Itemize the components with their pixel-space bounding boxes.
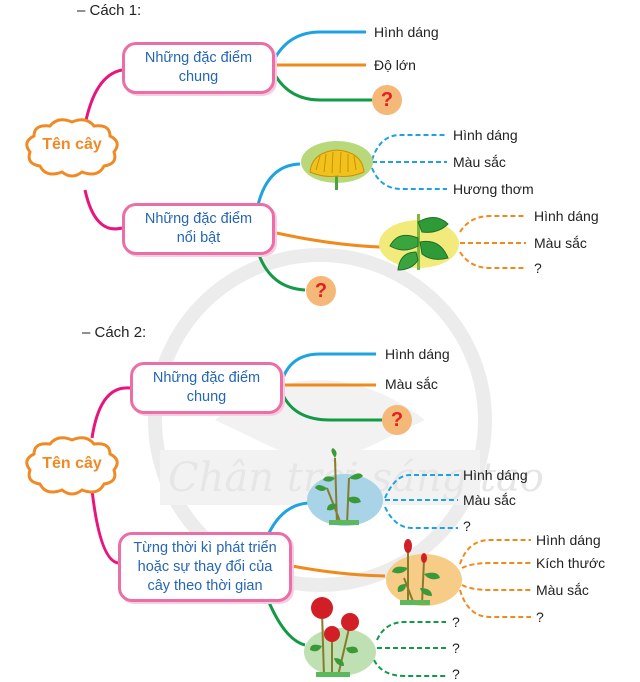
root-node-label: Tên cây — [42, 136, 102, 153]
node-line-2: hoặc sự thay đổi của — [137, 558, 273, 575]
node-line-1: Những đặc điểm — [144, 50, 253, 66]
branch-label: ? — [452, 614, 460, 630]
branch-label: Hình dáng — [374, 24, 439, 40]
method1-heading: – Cách 1: — [77, 2, 142, 19]
node-line-1: Từng thời kì phát triển — [133, 539, 277, 556]
leaf-plant-icon — [379, 214, 459, 271]
branch-label: ? — [452, 666, 460, 682]
branch-label: Màu sắc — [453, 154, 506, 170]
highlight-features-node: Những đặc điểm nổi bật — [122, 203, 275, 255]
branch-label: Hình dáng — [385, 346, 450, 362]
node-line-2: nổi bật — [176, 230, 221, 246]
cloud-icon — [25, 436, 119, 496]
node-line-3: cây theo thời gian — [147, 577, 263, 594]
branch-label: ? — [452, 640, 460, 656]
branch-label: Màu sắc — [534, 235, 587, 251]
growth-stages-node: Từng thời kì phát triển hoặc sự thay đổi … — [118, 532, 292, 602]
young-rose-plant-icon — [307, 448, 383, 526]
question-mark-icon: ? — [306, 276, 336, 306]
cloud-icon — [25, 118, 119, 178]
branch-label: Hương thơm — [453, 181, 534, 197]
blooming-rose-plant-icon — [304, 597, 376, 677]
root-node-label: Tên cây — [42, 455, 102, 472]
branch-label: ? — [534, 260, 542, 276]
branch-label: Hình dáng — [463, 467, 528, 483]
branch-label: Hình dáng — [453, 127, 518, 143]
branch-label: Kích thước — [536, 555, 606, 571]
common-features-node: Những đặc điểm chung — [122, 42, 275, 94]
branch-label: Màu sắc — [463, 492, 516, 508]
node-line-1: Những đặc điểm — [152, 370, 261, 386]
node-line-2: chung — [186, 389, 227, 405]
question-mark-icon: ? — [382, 405, 412, 435]
branch-label: Độ lớn — [374, 57, 416, 73]
branch-label: Màu sắc — [385, 376, 438, 392]
chrysanthemum-flower-icon — [301, 141, 373, 190]
branch-label: Màu sắc — [536, 582, 589, 598]
node-line-2: chung — [178, 69, 219, 85]
common-features-node: Những đặc điểm chung — [130, 362, 283, 414]
branch-label: ? — [463, 518, 471, 534]
node-line-1: Những đặc điểm — [144, 211, 253, 227]
branch-label: Hình dáng — [536, 532, 601, 548]
method2-heading: – Cách 2: — [82, 324, 147, 341]
branch-label: ? — [536, 609, 544, 625]
question-mark-icon: ? — [372, 85, 402, 115]
branch-label: Hình dáng — [534, 208, 599, 224]
budding-rose-plant-icon — [386, 539, 462, 606]
